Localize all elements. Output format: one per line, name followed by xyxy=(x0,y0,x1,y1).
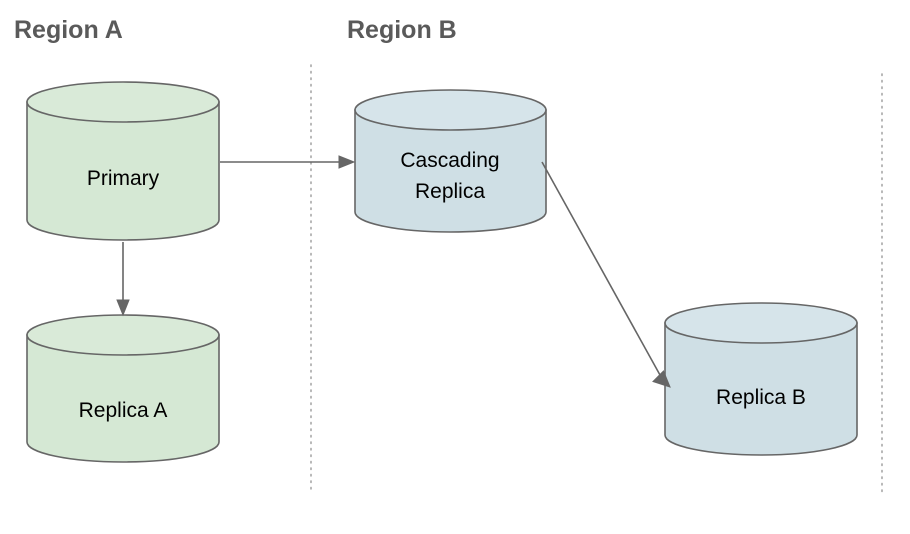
replica-b-cylinder-top xyxy=(664,302,858,344)
edge-cascading-replica-to-replica-b[interactable] xyxy=(541,161,671,388)
arrowhead-icon xyxy=(338,155,356,169)
node-primary[interactable]: Primary xyxy=(26,81,220,241)
cascading-replica-label-line2: Replica xyxy=(415,180,485,203)
node-replica-a[interactable]: Replica A xyxy=(26,314,220,463)
edge-cascading-to-replica-b-line xyxy=(541,161,661,376)
region-a-title: Region A xyxy=(14,16,123,44)
node-replica-b[interactable]: Replica B xyxy=(664,302,858,456)
replica-a-cylinder-body xyxy=(26,334,220,463)
region-b-title: Region B xyxy=(347,16,457,44)
arrowhead-icon xyxy=(116,299,130,317)
primary-label: Primary xyxy=(87,167,160,190)
primary-cylinder-top xyxy=(26,81,220,123)
cascading-replica-label-line1: Cascading xyxy=(400,149,499,172)
cascading-replica-cylinder-top xyxy=(354,89,547,131)
replica-a-cylinder-top xyxy=(26,314,220,356)
edge-primary-to-replica-a[interactable] xyxy=(116,242,130,317)
arrowhead-icon xyxy=(652,370,671,388)
region-dividers xyxy=(310,64,883,493)
replica-a-label: Replica A xyxy=(79,399,168,422)
node-cascading-replica[interactable]: Cascading Replica xyxy=(354,89,547,233)
primary-cylinder-body xyxy=(26,101,220,241)
replica-b-cylinder-body xyxy=(664,322,858,456)
replica-b-label: Replica B xyxy=(716,386,806,409)
region-titles: Region A Region B xyxy=(14,16,457,44)
edge-primary-to-cascading-replica[interactable] xyxy=(220,155,356,169)
cascading-replica-cylinder-body xyxy=(354,109,547,233)
